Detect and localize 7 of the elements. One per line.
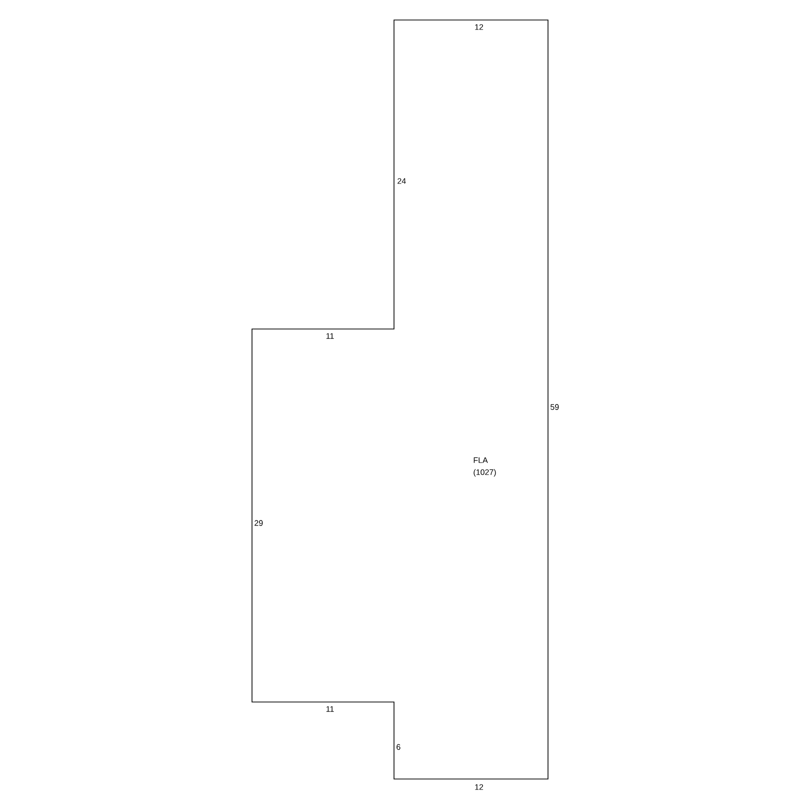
dimension-label: 29 [254, 520, 263, 526]
dimension-label: 11 [326, 333, 334, 339]
dimension-label: 11 [326, 706, 334, 712]
dimension-label: 12 [475, 24, 484, 30]
dimension-label: 24 [398, 178, 406, 184]
area-label: FLA (1027) [474, 457, 496, 477]
dimension-label: 6 [396, 744, 400, 750]
